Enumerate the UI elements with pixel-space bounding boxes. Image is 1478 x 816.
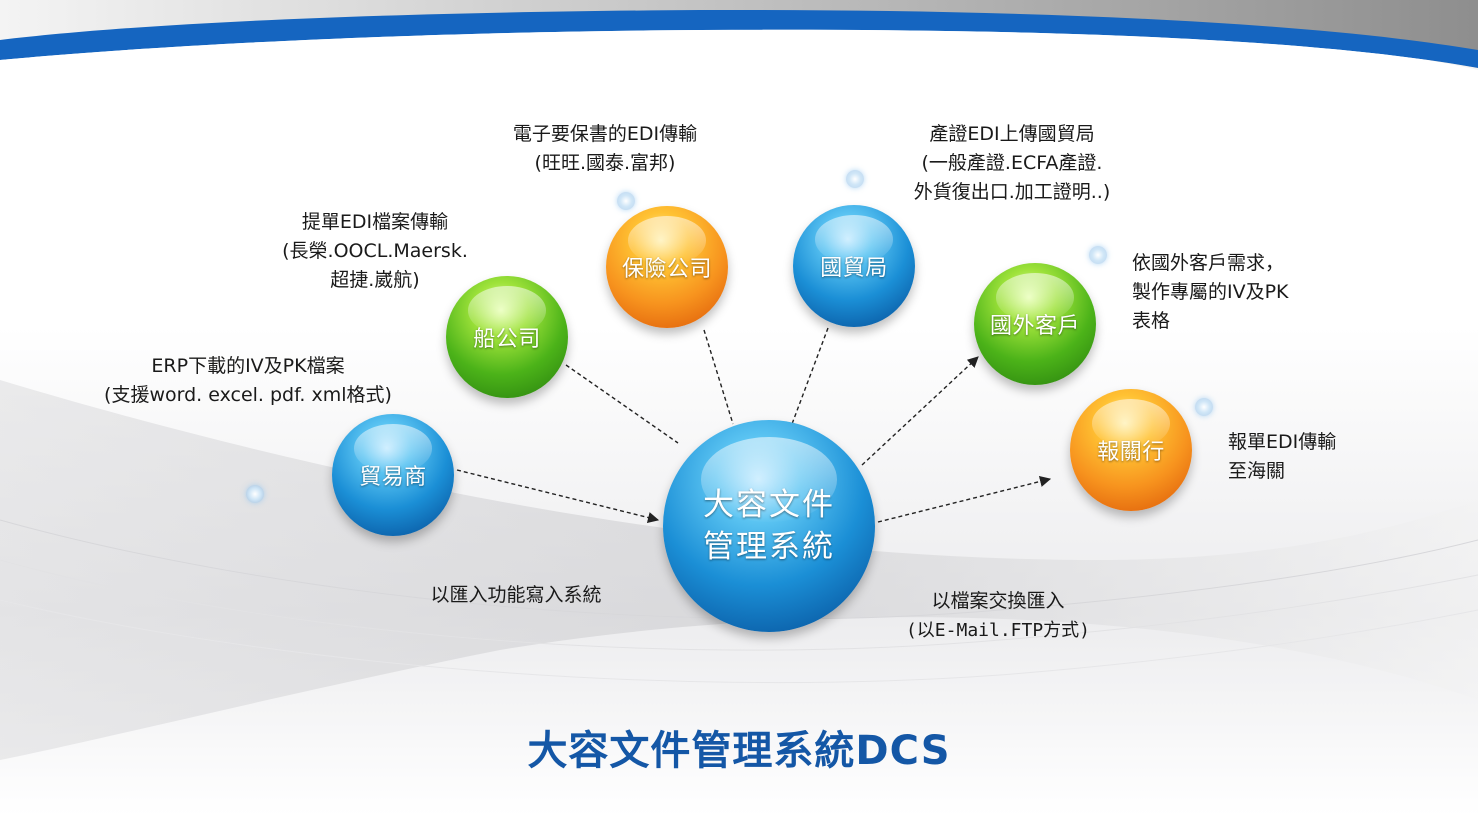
annotation-foreign-client-line-3: 表格 xyxy=(1132,310,1171,332)
annotation-exchange-line-1: 以檔案交換匯入 xyxy=(931,590,1065,612)
glow-dot xyxy=(617,192,635,210)
annotation-shipping: 提單EDI檔案傳輸 (長榮.OOCL.Maersk. 超捷.崴航) xyxy=(250,208,500,295)
annotation-import-line-1: 以匯入功能寫入系統 xyxy=(430,584,602,606)
annotation-trade-bureau: 產證EDI上傳國貿局 (一般產證.ECFA產證. 外貨復出口.加工證明..) xyxy=(880,120,1144,207)
connector-shipping xyxy=(565,364,679,444)
annotation-insurance-line-2: (旺旺.國泰.富邦) xyxy=(534,152,676,174)
diagram-title: 大容文件管理系統DCS xyxy=(527,728,951,774)
node-trade-bureau: 國貿局 xyxy=(793,205,915,327)
annotation-broker: 報單EDI傳輸 至海關 xyxy=(1228,428,1408,486)
annotation-foreign-client: 依國外客戶需求， 製作專屬的IV及PK 表格 xyxy=(1132,249,1352,336)
annotation-shipping-line-3: 超捷.崴航) xyxy=(330,269,420,291)
annotation-foreign-client-line-1: 依國外客戶需求， xyxy=(1132,252,1285,274)
node-trader: 貿易商 xyxy=(332,414,454,536)
connector-insurance xyxy=(703,329,734,425)
node-shipping: 船公司 xyxy=(446,276,568,398)
annotation-insurance-line-1: 電子要保書的EDI傳輸 xyxy=(512,123,698,145)
node-broker: 報關行 xyxy=(1070,389,1192,511)
annotation-trader: ERP下載的IV及PK檔案 (支援word. excel. pdf. xml格式… xyxy=(88,352,408,410)
connector-trade-bureau xyxy=(791,327,829,425)
glow-dot xyxy=(246,485,264,503)
node-foreign-client-label: 國外客戶 xyxy=(989,314,1080,339)
annotation-shipping-line-2: (長榮.OOCL.Maersk. xyxy=(282,240,468,262)
annotation-broker-line-1: 報單EDI傳輸 xyxy=(1228,431,1337,453)
annotation-shipping-line-1: 提單EDI檔案傳輸 xyxy=(301,211,449,233)
node-broker-label: 報關行 xyxy=(1097,440,1165,465)
glow-dot xyxy=(1089,246,1107,264)
annotation-exchange-line-2: (以E-Mail.FTP方式) xyxy=(905,620,1091,641)
annotation-broker-line-2: 至海關 xyxy=(1228,460,1286,482)
connector-foreign-client xyxy=(861,356,979,466)
annotation-insurance: 電子要保書的EDI傳輸 (旺旺.國泰.富邦) xyxy=(470,120,740,178)
annotation-trade-bureau-line-3: 外貨復出口.加工證明..) xyxy=(913,181,1111,203)
node-insurance-label: 保險公司 xyxy=(621,257,712,282)
center-line-1: 大容文件 xyxy=(703,487,835,523)
annotation-trader-line-1: ERP下載的IV及PK檔案 xyxy=(151,355,345,377)
glow-dot xyxy=(1195,398,1213,416)
node-trader-label: 貿易商 xyxy=(359,465,427,490)
node-shipping-label: 船公司 xyxy=(473,327,541,352)
center-line-2: 管理系統 xyxy=(703,529,835,565)
node-insurance: 保險公司 xyxy=(606,206,728,328)
connector-broker xyxy=(877,476,1052,523)
node-trade-bureau-label: 國貿局 xyxy=(820,256,888,281)
annotation-foreign-client-line-2: 製作專屬的IV及PK xyxy=(1132,281,1289,303)
glow-dot xyxy=(846,170,864,188)
annotation-exchange: 以檔案交換匯入 (以E-Mail.FTP方式) xyxy=(870,587,1126,645)
annotation-trader-line-2: (支援word. excel. pdf. xml格式) xyxy=(104,384,392,406)
annotation-trade-bureau-line-1: 產證EDI上傳國貿局 xyxy=(929,123,1095,145)
annotation-import: 以匯入功能寫入系統 xyxy=(400,581,632,610)
node-foreign-client: 國外客戶 xyxy=(974,263,1096,385)
annotation-trade-bureau-line-2: (一般產證.ECFA產證. xyxy=(921,152,1103,174)
center-node-dcs: 大容文件 管理系統 xyxy=(663,420,875,632)
